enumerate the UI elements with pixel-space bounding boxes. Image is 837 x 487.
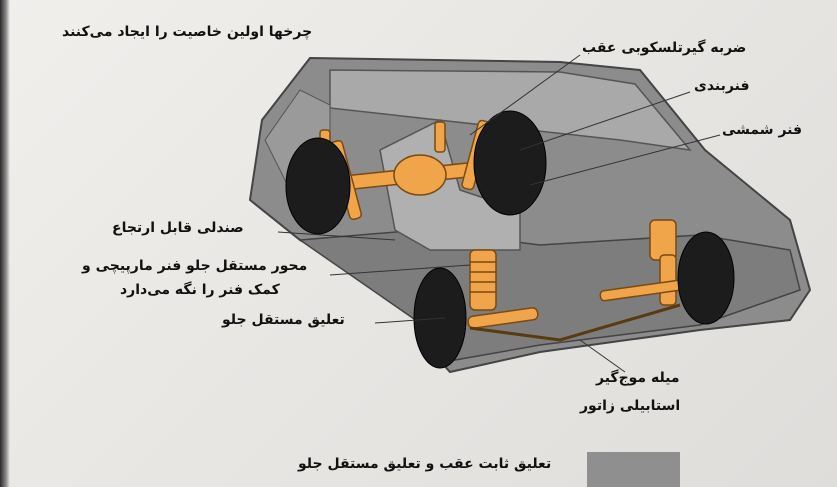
label-elastic-seat: صندلی قابل ارتجاع xyxy=(112,220,244,236)
front-right-tire xyxy=(678,232,734,324)
label-front-axle-line2: کمک فنر را نگه می‌دارد xyxy=(120,282,280,298)
rear-left-tire xyxy=(286,138,350,234)
label-stabilizer-line2: استابیلی زاتور xyxy=(580,398,680,414)
label-wheels-first-property: چرخها اولین خاصیت را ایجاد می‌کنند xyxy=(62,24,312,40)
rear-right-tire xyxy=(474,111,546,215)
caption-redaction-box xyxy=(587,452,680,487)
label-front-independent-suspension: تعلیق مستقل جلو xyxy=(222,312,345,328)
figure-caption: تعلیق ثابت عقب و تعلیق مستقل جلو xyxy=(298,456,551,472)
label-stabilizer-line1: میله موج‌گیر xyxy=(596,370,680,386)
label-springing: فنربندی xyxy=(694,78,749,94)
label-front-axle-line1: محور مستقل جلو فنر مارپیچی و xyxy=(82,258,307,274)
label-leaf-spring: فنر شمشی xyxy=(722,122,802,138)
label-rear-shock-absorber: ضربه گیرتلسکوبی عقب xyxy=(582,40,746,56)
